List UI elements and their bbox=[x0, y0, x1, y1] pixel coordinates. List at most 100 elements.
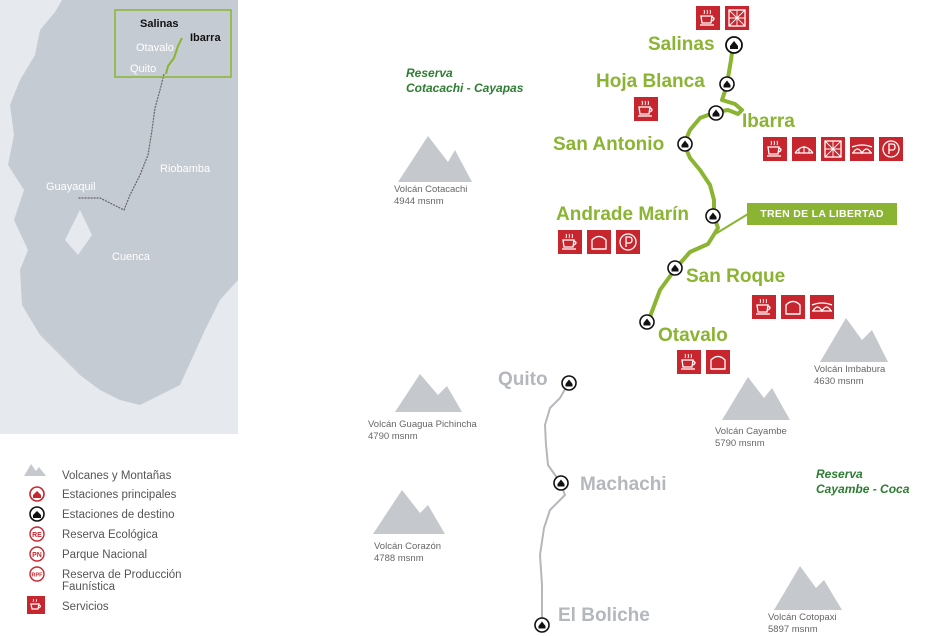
inset-label-cuenca: Cuenca bbox=[112, 251, 150, 263]
cup-icon bbox=[752, 295, 776, 319]
legend-abbrev: RE bbox=[32, 532, 42, 539]
station-label-san-roque: San Roque bbox=[686, 266, 786, 287]
reserve-line: Cotacachi - Cayapas bbox=[406, 81, 524, 95]
cup-icon bbox=[677, 350, 701, 374]
station-marker-el-boliche bbox=[534, 617, 550, 633]
bridge-icon bbox=[850, 137, 874, 161]
volcano-altitude: 4788 msnm bbox=[374, 553, 424, 564]
inset-label-riobamba: Riobamba bbox=[160, 163, 211, 175]
mountain-icon bbox=[24, 461, 46, 477]
station-label-otavalo: Otavalo bbox=[658, 325, 728, 346]
red-station-icon bbox=[26, 486, 48, 502]
pn-badge-icon: PN bbox=[26, 546, 48, 562]
legend-label: Reserva Ecológica bbox=[62, 529, 158, 541]
station-marker-hoja-blanca bbox=[719, 76, 735, 92]
mountain-icon bbox=[395, 374, 462, 412]
legend-item-destination-stations bbox=[26, 505, 48, 523]
cup-icon bbox=[634, 97, 658, 121]
station-marker-ibarra bbox=[708, 105, 724, 121]
volcano-name: Volcán Imbabura bbox=[814, 364, 886, 375]
ecuador-map-shape bbox=[8, 0, 238, 405]
services-salinas bbox=[696, 6, 749, 30]
bridge-icon bbox=[810, 295, 834, 319]
station-label-salinas: Salinas bbox=[648, 34, 715, 55]
services-hoja-blanca bbox=[634, 97, 658, 121]
hat-icon bbox=[781, 295, 805, 319]
parking-icon bbox=[616, 230, 640, 254]
legend-label: Volcanes y Montañas bbox=[62, 470, 172, 482]
legend-item-main-stations bbox=[26, 485, 48, 503]
legend-item-services bbox=[25, 596, 47, 614]
reserve-line: Reserva bbox=[816, 467, 863, 481]
weaving-icon bbox=[725, 6, 749, 30]
cup-icon bbox=[763, 137, 787, 161]
station-label-san-antonio: San Antonio bbox=[553, 134, 665, 155]
reserve-cayambe: Reserva Cayambe - Coca bbox=[816, 467, 909, 497]
gray-railway-route bbox=[539, 383, 569, 620]
legend-label: Estaciones principales bbox=[62, 489, 177, 501]
volcano-altitude: 4944 msnm bbox=[394, 196, 444, 207]
station-label-hoja-blanca: Hoja Blanca bbox=[596, 71, 705, 92]
volcano-name: Volcán Cotacachi bbox=[394, 184, 468, 195]
station-marker-otavalo bbox=[639, 314, 655, 330]
parking-icon bbox=[879, 137, 903, 161]
mountains bbox=[373, 136, 888, 610]
volcano-altitude: 4790 msnm bbox=[368, 431, 418, 442]
inset-label-otavalo: Otavalo bbox=[136, 42, 174, 54]
legend-item-volcanoes bbox=[24, 460, 46, 478]
legend: Volcanes y Montañas Estaciones principal… bbox=[0, 434, 238, 636]
arch-icon bbox=[792, 137, 816, 161]
station-marker-san-roque bbox=[667, 260, 683, 276]
reserve-line: Cayambe - Coca bbox=[816, 482, 910, 496]
mountain-icon bbox=[722, 377, 790, 420]
station-marker-andrade-marin bbox=[705, 208, 721, 224]
station-markers bbox=[534, 36, 743, 633]
station-label-el-boliche: El Boliche bbox=[558, 605, 650, 626]
mountain-icon bbox=[398, 136, 472, 182]
legend-abbrev: RPF bbox=[32, 573, 44, 579]
weaving-icon bbox=[821, 137, 845, 161]
mountain-icon bbox=[774, 566, 842, 610]
legend-label: Parque Nacional bbox=[62, 549, 148, 561]
legend-item-national-park: PN bbox=[26, 545, 48, 563]
volcano-name: Volcán Cotopaxi bbox=[768, 612, 837, 623]
services-andrade-marin bbox=[558, 230, 640, 254]
black-station-icon bbox=[26, 506, 48, 522]
station-marker-machachi bbox=[553, 475, 569, 491]
inset-map: Salinas Ibarra Otavalo Quito Riobamba Gu… bbox=[0, 0, 238, 434]
services-san-roque bbox=[752, 295, 834, 319]
route-label: TREN DE LA LIBERTAD bbox=[747, 203, 897, 225]
station-label-ibarra: Ibarra bbox=[742, 111, 795, 132]
volcano-name: Volcán Corazón bbox=[374, 541, 442, 552]
legend-item-fauna-reserve: RPF bbox=[26, 565, 48, 583]
services-ibarra bbox=[763, 137, 903, 161]
station-label-machachi: Machachi bbox=[580, 474, 667, 495]
rpf-badge-icon: RPF bbox=[26, 566, 48, 582]
station-marker-quito bbox=[561, 375, 577, 391]
reserve-cotacachi: Reserva Cotacachi - Cayapas bbox=[406, 66, 523, 96]
reserve-line: Reserva bbox=[406, 66, 453, 80]
services-otavalo bbox=[677, 350, 730, 374]
legend-abbrev: PN bbox=[32, 552, 42, 559]
mountain-icon bbox=[373, 490, 445, 534]
cup-icon bbox=[696, 6, 720, 30]
inset-label-ibarra: Ibarra bbox=[190, 32, 221, 44]
cup-icon bbox=[558, 230, 582, 254]
re-badge-icon: RE bbox=[26, 526, 48, 542]
legend-item-ecological-reserve: RE bbox=[26, 525, 48, 543]
station-marker-san-antonio bbox=[677, 136, 693, 152]
volcano-altitude: 5897 msnm bbox=[768, 624, 818, 635]
hat-icon bbox=[706, 350, 730, 374]
legend-label: Estaciones de destino bbox=[62, 509, 175, 521]
inset-label-quito: Quito bbox=[130, 63, 157, 75]
legend-label: Reserva de Producción Faunística bbox=[62, 569, 182, 593]
volcano-name: Volcán Guagua Pichincha bbox=[368, 419, 477, 430]
volcano-name: Volcán Cayambe bbox=[715, 426, 787, 437]
